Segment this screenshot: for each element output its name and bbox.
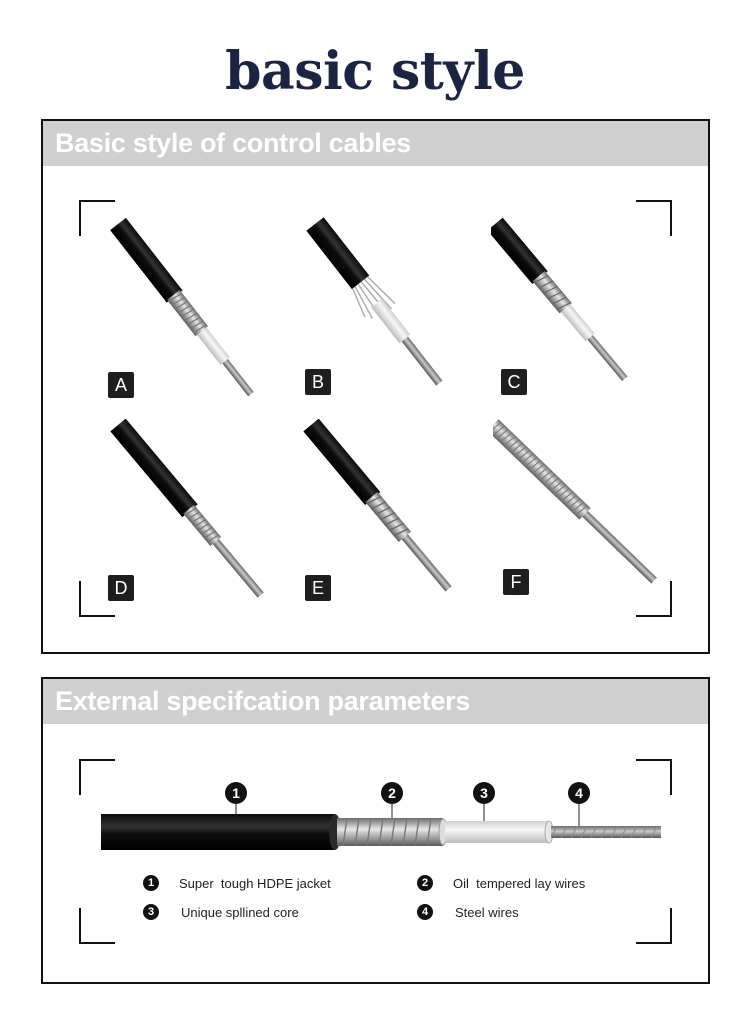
legend-number: 2 [417, 875, 433, 891]
legend-item-1: 1 Super tough HDPE jacket [143, 875, 331, 891]
cable-label-badge: A [108, 372, 134, 398]
corner-bracket-top-left [79, 759, 115, 795]
legend-text: Super tough HDPE jacket [179, 875, 331, 891]
legend-text: Steel wires [455, 904, 519, 920]
corner-bracket-bottom-right [636, 908, 672, 944]
legend-number: 3 [143, 904, 159, 920]
cable-label-badge: F [503, 569, 529, 595]
cable-styles-panel: Basic style of control cables A [41, 119, 710, 654]
cable-option-c[interactable]: C [491, 216, 691, 416]
cable-option-d[interactable]: D [98, 419, 298, 619]
cable-f-icon [493, 419, 657, 584]
marker-2: 2 [381, 782, 403, 804]
cable-label-badge: D [108, 575, 134, 601]
cable-label-badge: B [305, 369, 331, 395]
cable-option-f[interactable]: F [493, 419, 693, 619]
marker-4: 4 [568, 782, 590, 804]
cable-c-icon [491, 217, 628, 381]
spec-parameters-panel: External specifcation parameters 1 2 3 4 [41, 677, 710, 984]
cable-d-icon [110, 419, 264, 598]
legend-text: Unique spllined core [181, 904, 299, 920]
cable-e-icon [303, 419, 452, 592]
cable-label-badge: C [501, 369, 527, 395]
legend-item-2: 2 Oil tempered lay wires [417, 875, 585, 891]
cable-a-icon [110, 217, 254, 397]
legend-number: 4 [417, 904, 433, 920]
legend-item-3: 3 Unique spllined core [143, 904, 299, 920]
corner-bracket-bottom-left [79, 581, 115, 617]
cable-option-b[interactable]: B [295, 216, 495, 416]
corner-bracket-top-left [79, 200, 115, 236]
marker-3: 3 [473, 782, 495, 804]
panel-header: External specifcation parameters [43, 679, 708, 724]
corner-bracket-bottom-right [636, 581, 672, 617]
corner-bracket-top-right [636, 200, 672, 236]
cable-cross-section-icon [101, 804, 661, 850]
cable-label-badge: E [305, 575, 331, 601]
legend-number: 1 [143, 875, 159, 891]
legend-text: Oil tempered lay wires [453, 875, 586, 891]
cable-option-a[interactable]: A [98, 216, 298, 416]
corner-bracket-top-right [636, 759, 672, 795]
corner-bracket-bottom-left [79, 908, 115, 944]
page-title: basic style [225, 41, 525, 102]
legend-item-4: 4 Steel wires [417, 904, 519, 920]
cable-b-icon [306, 217, 443, 386]
marker-1: 1 [225, 782, 247, 804]
panel-header: Basic style of control cables [43, 121, 708, 166]
cable-option-e[interactable]: E [297, 419, 497, 619]
